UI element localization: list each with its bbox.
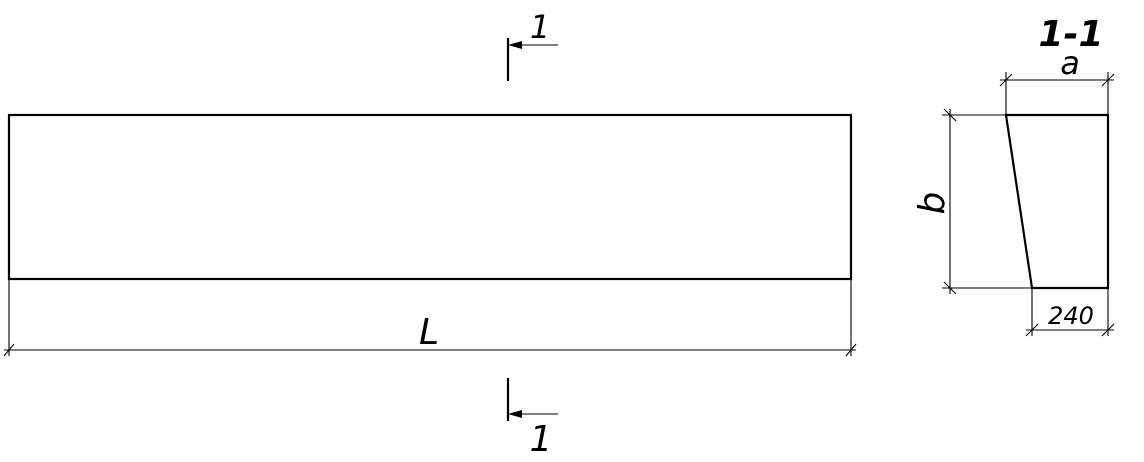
length-dimension: L xyxy=(3,280,857,357)
bottom-width-tick-right xyxy=(1101,323,1115,337)
height-tick-top xyxy=(943,108,957,122)
length-tick-left xyxy=(3,343,15,357)
height-dimension: b xyxy=(912,108,1031,295)
section-title: 1-1 xyxy=(1038,14,1103,55)
bottom-width-dimension: 240 xyxy=(1025,289,1115,337)
cross-section xyxy=(1004,113,1110,290)
bottom-width-tick-left xyxy=(1025,323,1039,337)
top-width-tick-left xyxy=(999,73,1013,87)
height-label: b xyxy=(912,192,953,215)
cross-section-outline xyxy=(1004,113,1110,290)
section-mark-bottom-arrowhead xyxy=(508,410,522,418)
top-width-tick-right xyxy=(1101,73,1115,87)
length-label: L xyxy=(419,312,439,353)
height-tick-bottom xyxy=(943,281,957,295)
section-mark-top-label: 1 xyxy=(530,8,550,46)
beam-outline xyxy=(7,113,853,281)
beam-elevation xyxy=(7,113,853,281)
top-width-label: a xyxy=(1060,44,1080,82)
section-mark-bottom: 1 xyxy=(506,378,558,460)
section-mark-top: 1 xyxy=(506,8,558,81)
section-mark-top-arrowhead xyxy=(508,41,522,49)
bottom-width-label: 240 xyxy=(1048,302,1094,330)
length-tick-right xyxy=(845,343,857,357)
section-mark-bottom-label: 1 xyxy=(530,419,553,460)
top-width-dimension: a xyxy=(999,44,1115,114)
